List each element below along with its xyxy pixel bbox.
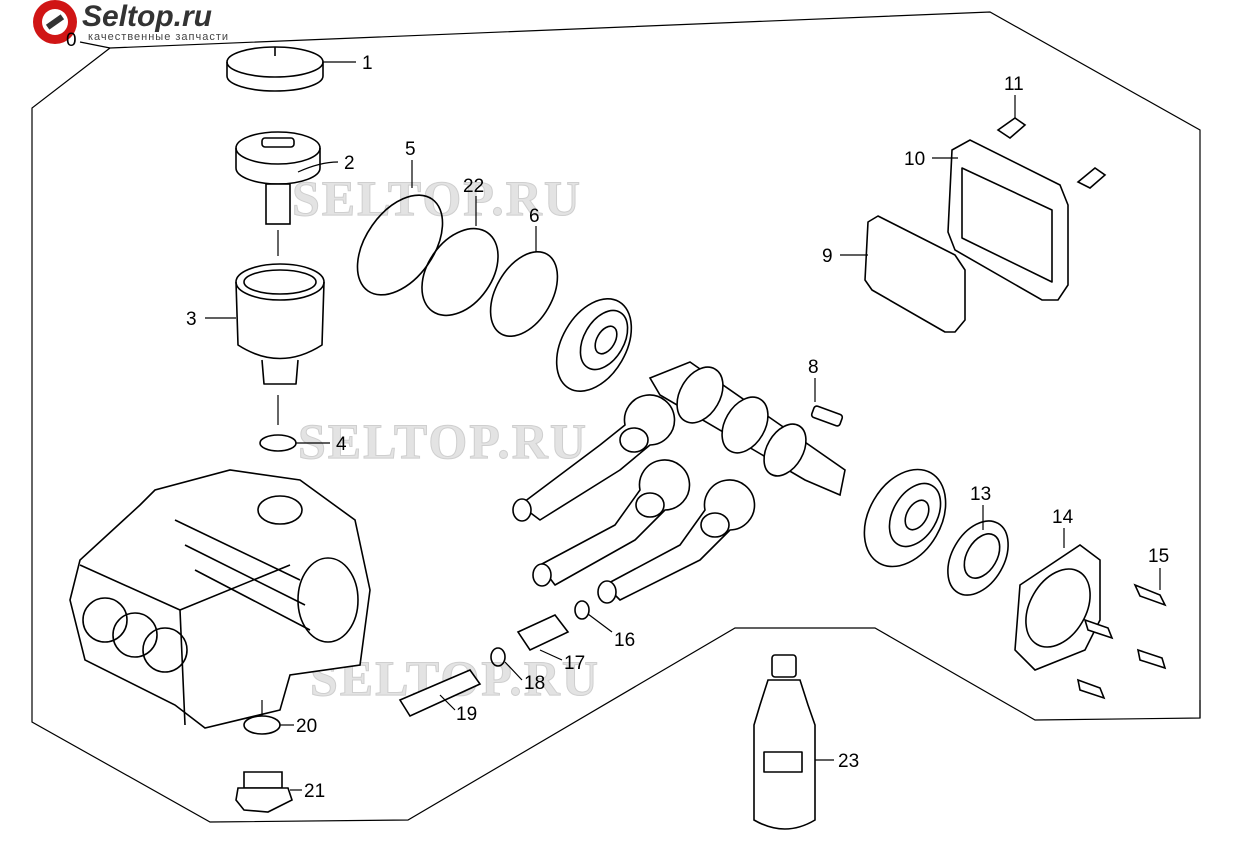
part-snap-ring [489, 250, 559, 338]
part-connecting-rod [532, 459, 691, 587]
part-bearing-rear [863, 468, 947, 568]
callout-5: 5 [405, 139, 416, 160]
part-drain-o-ring [243, 715, 281, 735]
callout-8: 8 [808, 357, 819, 378]
part-bearing-flange [1014, 544, 1101, 671]
callout-10: 10 [904, 149, 925, 170]
watermark: SELTOP.RU [298, 413, 588, 469]
logo-tagline: качественные запчасти [88, 31, 229, 43]
callout-17: 17 [564, 653, 585, 674]
callout-11: 11 [1004, 74, 1024, 95]
part-cap [226, 46, 324, 92]
part-o-ring-small [259, 434, 297, 452]
part-connecting-rod [512, 394, 676, 522]
part-bearing-front [555, 298, 633, 392]
callout-3: 3 [186, 309, 197, 330]
part-flange-bolt [1083, 618, 1114, 640]
logo-name: Seltop.ru [82, 0, 212, 33]
part-oil-plug [235, 131, 321, 225]
callout-4: 4 [336, 434, 347, 455]
callout-leaders [79, 41, 1161, 791]
callout-1: 1 [362, 53, 373, 74]
part-o-ring-large [421, 227, 499, 317]
part-piston-pin [516, 614, 570, 652]
part-oil-seal [947, 520, 1009, 596]
part-crankshaft [648, 361, 846, 497]
part-bolt [398, 669, 482, 718]
callout-15: 15 [1148, 546, 1169, 567]
part-washer [490, 647, 506, 667]
part-cover-screw [1076, 166, 1107, 189]
callout-23: 23 [838, 751, 859, 772]
part-flange-bolt [1076, 678, 1106, 700]
part-connecting-rod [597, 479, 756, 604]
seltop-logo: Seltop.ru качественные запчасти [33, 0, 229, 44]
callout-20: 20 [296, 716, 317, 737]
part-flange-bolt [1136, 648, 1167, 670]
callout-6: 6 [529, 206, 540, 227]
part-oil-bottle [753, 654, 816, 830]
part-pump-housing [69, 469, 371, 729]
callout-21: 21 [304, 781, 325, 802]
part-rear-cover [947, 139, 1069, 301]
part-cover-gasket [864, 215, 966, 333]
part-flange-bolt [1133, 583, 1167, 607]
callout-9: 9 [822, 246, 833, 267]
callout-14: 14 [1052, 507, 1074, 528]
part-lock-washer [574, 600, 590, 620]
part-cover-screw [996, 117, 1027, 140]
part-drain-plug [235, 771, 293, 813]
main-kit-frame [31, 11, 1201, 823]
callout-19: 19 [456, 704, 477, 725]
callout-0: 0 [66, 30, 77, 51]
callout-22: 22 [463, 176, 484, 197]
part-oil-cup [235, 263, 325, 385]
callout-2: 2 [344, 153, 355, 174]
callout-18: 18 [524, 673, 545, 694]
watermark: SELTOP.RU [292, 170, 582, 226]
callout-16: 16 [614, 630, 635, 651]
callout-13: 13 [970, 484, 991, 505]
part-key [810, 405, 844, 427]
